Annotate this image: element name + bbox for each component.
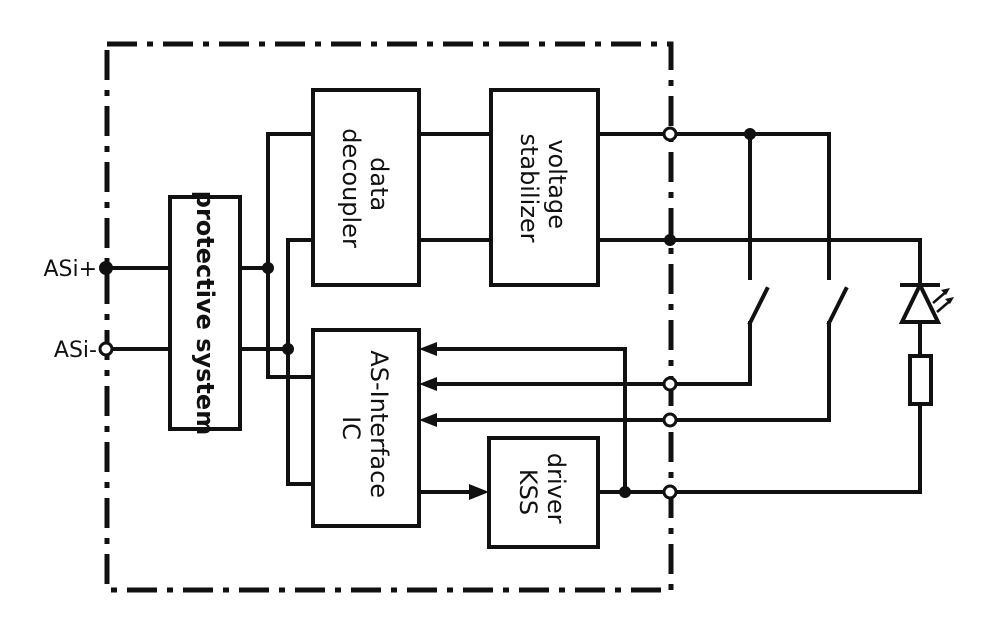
junctions [262, 128, 756, 498]
data-decoupler-label: data decoupler [337, 128, 393, 248]
protective-system-block: protective system [168, 191, 242, 435]
terminal-switch2 [662, 412, 678, 428]
voltage-stabilizer-block: voltage stabilizer [489, 88, 600, 287]
voltage-stabilizer-box [489, 88, 600, 287]
protective-system-label: protective system [191, 191, 219, 435]
junction-feedback [619, 486, 631, 498]
asi-plus-label: ASi+ [43, 257, 97, 282]
arrow-driver [469, 484, 489, 500]
data-decoupler-block: data decoupler [311, 88, 421, 287]
led-diode-icon [898, 280, 942, 324]
as-interface-ic-block: AS-Interface IC [311, 328, 421, 528]
minus-rail [286, 238, 315, 486]
terminal-switch1 [662, 376, 678, 392]
data-decoupler-box [311, 88, 421, 287]
arrow-switch1 [419, 377, 437, 391]
switch2-blade [826, 286, 849, 326]
junction-switch-supply [744, 128, 756, 140]
led [898, 280, 954, 324]
resistor-icon [908, 354, 933, 406]
boundary-terminals [662, 126, 678, 500]
switch1-return [425, 321, 752, 386]
switch1-blade [747, 286, 770, 326]
protective-system-box [168, 195, 242, 431]
led-ray-2-head [945, 297, 954, 304]
voltage-stabilizer-label: voltage stabilizer [515, 133, 571, 242]
driver-output-line [596, 402, 922, 494]
junction-minus [282, 343, 294, 355]
as-interface-ic-label: AS-Interface IC [337, 350, 393, 505]
driver-kss-label: driver KSS [514, 453, 570, 531]
module-boundary [104, 41, 674, 593]
junction-supply-minus [664, 234, 676, 246]
asi-plus-terminal-icon [99, 261, 113, 275]
driver-kss-box [487, 436, 600, 549]
asi-minus-terminal-icon [98, 341, 114, 357]
asi-minus-label: ASi- [54, 338, 97, 363]
as-interface-ic-box [311, 328, 421, 528]
arrow-switch2 [419, 413, 437, 427]
terminal-driver-out [662, 484, 678, 500]
feedback-line [425, 347, 627, 494]
plus-rail [266, 132, 315, 379]
junction-plus [262, 262, 274, 274]
arrow-feedback [419, 342, 437, 356]
driver-kss-block: driver KSS [487, 436, 600, 549]
led-ray-1-head [941, 288, 950, 295]
arrowheads [419, 342, 489, 500]
wires [104, 132, 922, 494]
terminal-supply-plus [662, 126, 678, 142]
switch2-return [425, 321, 831, 422]
